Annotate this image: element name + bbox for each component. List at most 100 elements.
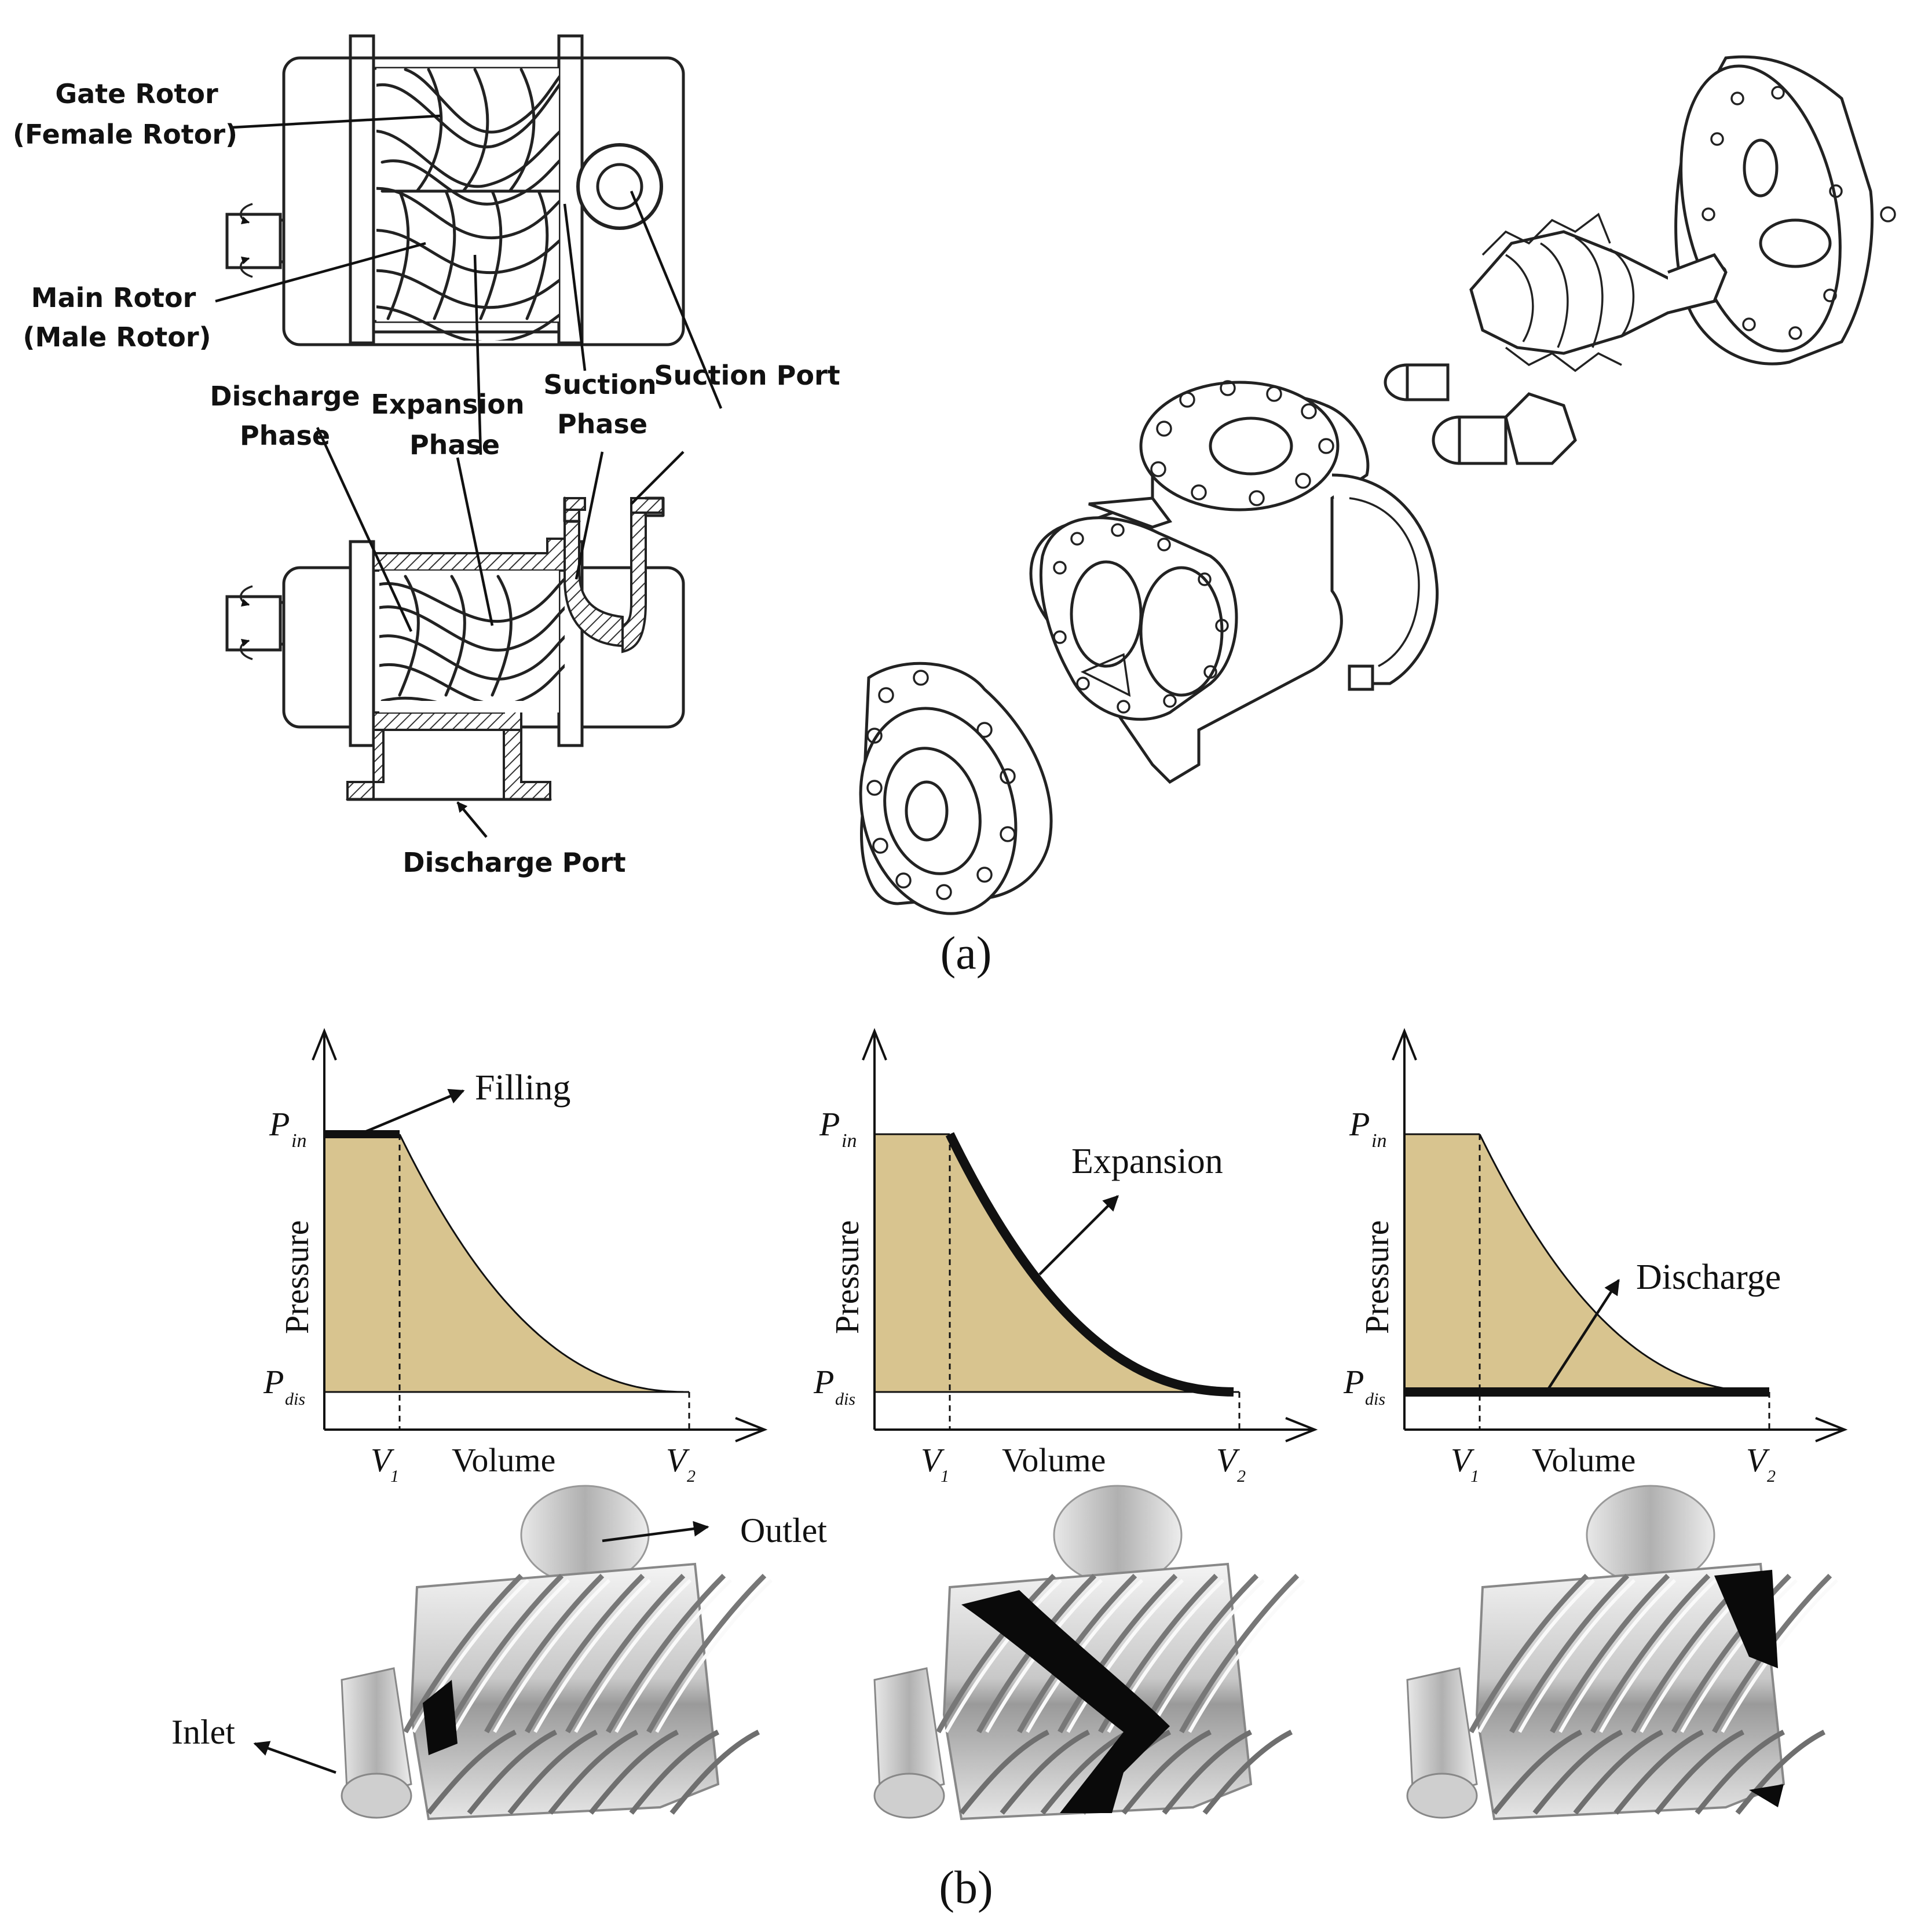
lobe-highlight: [533, 1578, 652, 1733]
p-in-subscript: in: [291, 1130, 306, 1152]
p-dis-subscript: dis: [835, 1390, 855, 1409]
main-rotor-sublabel: (Male Rotor): [23, 321, 211, 353]
end-plate-right: [1674, 55, 1896, 366]
gate-rotor-label: Gate Rotor: [55, 78, 218, 109]
lobe: [1532, 1729, 1623, 1815]
lobe-highlight: [614, 1578, 733, 1733]
lobe-highlight: [1599, 1578, 1717, 1733]
lobe: [1040, 1729, 1131, 1815]
v1-subscript: 1: [941, 1467, 949, 1486]
y-axis-arrow: [312, 1028, 337, 1061]
lobe: [1509, 1573, 1630, 1734]
lobe-highlight: [1188, 1578, 1306, 1733]
p-in-label: P: [819, 1105, 840, 1143]
schematic-top: [225, 34, 685, 346]
p-dis-label: P: [813, 1363, 834, 1401]
lobe: [669, 1729, 760, 1815]
annotation-arrow: [1545, 1278, 1620, 1393]
v1-label: V: [1451, 1441, 1475, 1479]
rotor-render-1: [341, 1485, 773, 1821]
lobe-highlight: [1477, 1578, 1596, 1733]
x-axis-arrow: [1285, 1417, 1318, 1442]
lobe: [1573, 1729, 1664, 1815]
expansion-curve: [945, 1132, 1234, 1397]
lobe: [507, 1729, 598, 1815]
v2-subscript: 2: [1237, 1467, 1246, 1486]
annotation-label: Expansion: [1071, 1142, 1223, 1181]
lobe: [426, 1729, 517, 1815]
lobe: [1179, 1573, 1300, 1734]
y-axis-title: Pressure: [828, 1220, 866, 1334]
lobe: [1162, 1729, 1253, 1815]
chamber-highlight: [1749, 1784, 1784, 1807]
lobe: [484, 1573, 605, 1734]
lobe: [959, 1729, 1050, 1815]
chamber-highlight: [423, 1680, 458, 1755]
lobe: [1492, 1729, 1583, 1815]
lobe: [1654, 1729, 1745, 1815]
lobe: [1613, 1729, 1704, 1815]
v2-subscript: 2: [687, 1467, 696, 1486]
lobe: [606, 1573, 726, 1734]
p-dis-subscript: dis: [1365, 1390, 1385, 1409]
schematic-labels: Gate Rotor (Female Rotor) Main Rotor (Ma…: [13, 78, 840, 878]
annotation-arrow: [364, 1088, 465, 1134]
lobe-highlight: [452, 1578, 570, 1733]
lobe: [548, 1729, 639, 1815]
v1-label: V: [921, 1441, 945, 1479]
p-in-label: P: [1349, 1105, 1370, 1143]
lobe: [1469, 1573, 1589, 1734]
gate-rotor-sublabel: (Female Rotor): [13, 119, 237, 150]
inlet-pipe: [1406, 1667, 1478, 1803]
work-area: [324, 1134, 683, 1392]
lobe-highlight: [1558, 1578, 1677, 1733]
lobe-highlight: [493, 1578, 611, 1733]
caption-b: (b): [939, 1862, 993, 1913]
v1-subscript: 1: [1470, 1467, 1479, 1486]
suction-phase-sublabel: Phase: [557, 408, 647, 440]
lobe-highlight: [574, 1578, 692, 1733]
lobe: [1202, 1729, 1293, 1815]
x-axis-arrow: [735, 1417, 768, 1442]
lobe-highlight: [1066, 1578, 1184, 1733]
lobe-highlight: [655, 1578, 773, 1733]
lobe: [646, 1573, 767, 1734]
lobe: [444, 1573, 564, 1734]
suction-port-label: Suction Port: [654, 360, 840, 391]
rotor-render-3: [1406, 1485, 1839, 1821]
p-dis-label: P: [1343, 1363, 1364, 1401]
lobe-highlight: [945, 1578, 1063, 1733]
v2-subscript: 2: [1767, 1467, 1776, 1486]
lobe-highlight: [1147, 1578, 1265, 1733]
lobe-highlight: [1518, 1578, 1636, 1733]
schematic-bottom: [225, 496, 685, 801]
annotation-label: Filling: [475, 1068, 570, 1108]
lobe: [1735, 1729, 1826, 1815]
lobe: [629, 1729, 720, 1815]
lobe: [1000, 1729, 1091, 1815]
lobe: [588, 1729, 679, 1815]
lobe: [525, 1573, 645, 1734]
exploded-view: [859, 55, 1896, 915]
lobe: [1121, 1729, 1212, 1815]
expansion-curve: [398, 1134, 684, 1393]
lobe: [1550, 1573, 1670, 1734]
p-in-subscript: in: [841, 1130, 857, 1152]
lobe: [403, 1573, 524, 1734]
housing: [1029, 380, 1439, 784]
v2-label: V: [1746, 1441, 1770, 1479]
x-axis-title: Volume: [452, 1441, 555, 1479]
annotation-arrow: [1038, 1195, 1119, 1276]
y-axis-title: Pressure: [1358, 1220, 1396, 1334]
lobe: [1695, 1729, 1785, 1815]
y-axis-title: Pressure: [278, 1220, 316, 1334]
chamber-highlight: [1714, 1570, 1778, 1668]
work-area: [874, 1134, 1234, 1392]
inlet-opening: [873, 1773, 945, 1819]
discharge-port-label: Discharge Port: [402, 847, 625, 878]
caption-a: (a): [941, 928, 992, 979]
y-axis-arrow: [862, 1028, 887, 1061]
